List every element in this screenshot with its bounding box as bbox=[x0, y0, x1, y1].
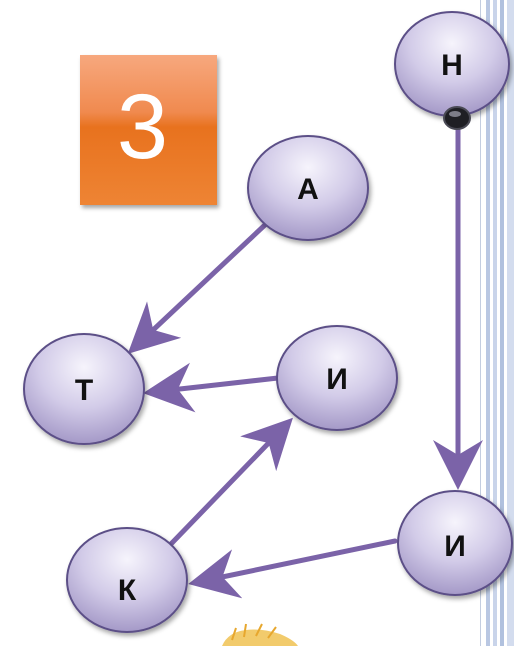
node-n-label: Н bbox=[441, 49, 463, 82]
arrow-a-to-t bbox=[127, 220, 270, 354]
rail-line bbox=[493, 0, 497, 646]
node-i-lower: И bbox=[397, 490, 513, 596]
node-t: Т bbox=[23, 333, 145, 445]
node-k-label: К bbox=[118, 574, 137, 607]
node-a: А bbox=[247, 135, 369, 241]
node-i-upper: И bbox=[276, 325, 398, 431]
connector-handle-shine bbox=[449, 111, 461, 117]
rail-line bbox=[500, 0, 504, 646]
connector-handle bbox=[443, 106, 471, 130]
node-n: Н bbox=[394, 11, 510, 117]
node-i-lower-label: И bbox=[444, 530, 466, 563]
rail-line bbox=[486, 0, 490, 646]
number-badge: 3 bbox=[80, 55, 217, 205]
sun-decoration bbox=[222, 629, 298, 646]
arrow-i2-to-k bbox=[188, 538, 398, 599]
rail-line bbox=[480, 0, 485, 646]
arrow-k-to-i1 bbox=[167, 417, 293, 548]
badge-number: 3 bbox=[116, 76, 169, 178]
node-i-upper-label: И bbox=[326, 363, 348, 396]
rail-line bbox=[507, 0, 514, 646]
node-k: К bbox=[66, 527, 188, 633]
sun-rays bbox=[231, 623, 277, 641]
arrow-i1-to-t bbox=[143, 362, 281, 413]
node-t-label: Т bbox=[75, 374, 93, 407]
node-a-label: А bbox=[297, 173, 319, 206]
